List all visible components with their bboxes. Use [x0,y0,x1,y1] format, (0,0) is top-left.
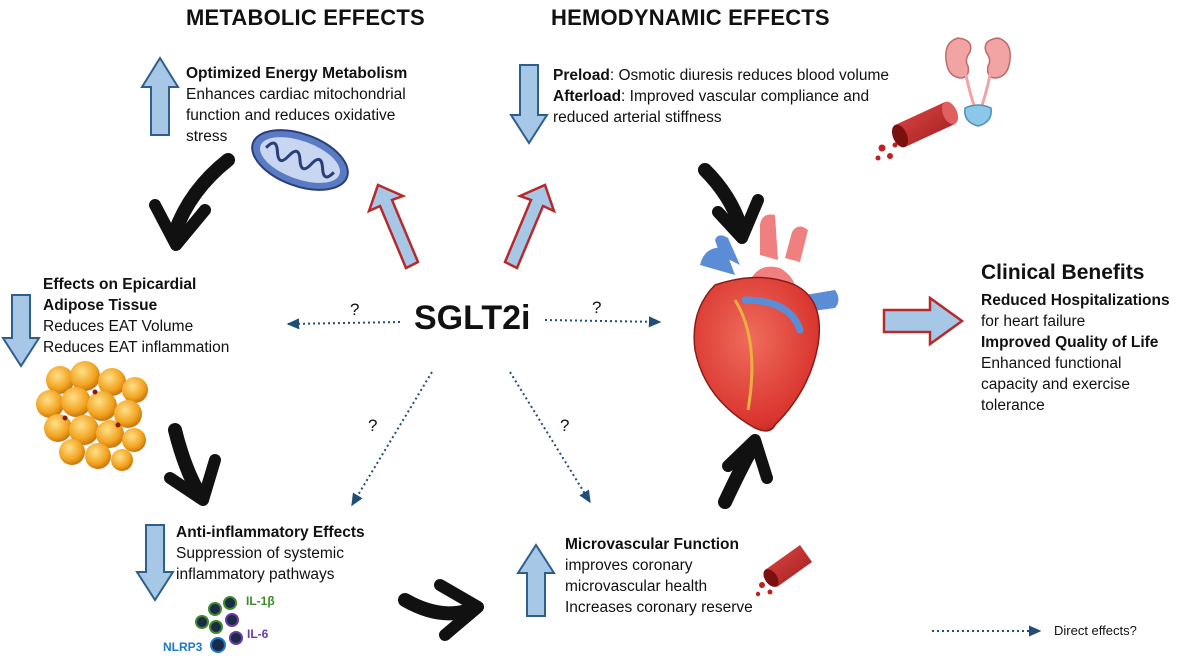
dotted-arrow-to-heart [544,316,662,328]
curved-arrow-hemodynamic-to-heart [698,163,764,244]
sglt2i-to-hemodynamic-arrow [503,183,557,270]
microvascular-line-2: microvascular health [565,578,708,595]
clinical-item2-title: Improved Quality of Life [981,334,1159,351]
microvascular-line-1: improves coronary [565,557,693,574]
sglt2i-to-metabolism-arrow [366,183,420,270]
epicardial-lines: Reduces EAT Volume Reduces EAT inflammat… [43,316,303,358]
metabolism-title: Optimized Energy Metabolism [186,65,408,82]
curved-arrow-inflammation-to-microvascular [398,579,484,641]
blood-vessel-icon [875,101,959,161]
anti-inflammatory-line-1: Suppression of systemic [176,545,344,562]
curved-arrow-eat-to-inflammation [164,423,221,506]
question-mark-heart: ? [592,298,602,317]
clinical-item2-line-3: tolerance [981,397,1045,414]
il6-label: IL-6 [247,627,269,641]
heart-to-clinical-arrow [882,295,965,347]
hemodynamic-effects-heading: HEMODYNAMIC EFFECTS [551,5,830,30]
dotted-arrow-to-inflammation [351,371,433,507]
il1b-label: IL-1β [246,594,275,608]
clinical-benefits-block: Reduced Hospitalizations for heart failu… [981,290,1196,416]
clinical-item1-title: Reduced Hospitalizations [981,292,1170,309]
epicardial-block: Effects on Epicardial Adipose Tissue [43,274,283,316]
epicardial-title-1: Effects on Epicardial [43,276,197,293]
curved-arrow-metabolism-to-eat [149,153,235,251]
sglt2i-label: SGLT2i [414,299,531,337]
clinical-item2-line-1: Enhanced functional [981,355,1122,372]
clinical-benefits-title: Clinical Benefits [981,261,1145,284]
hemodynamic-down-arrow [509,64,549,145]
preload-label: Preload [553,67,610,84]
kidney-icon [945,37,1011,127]
legend-label: Direct effects? [1054,623,1137,638]
dotted-arrow-to-eat [286,318,401,330]
microvascular-title: Microvascular Function [565,536,739,553]
afterload-text-2: reduced arterial stiffness [553,109,722,126]
nlrp3-label: NLRP3 [163,640,203,654]
epicardial-title-2: Adipose Tissue [43,297,158,314]
metabolism-line-3: stress [186,128,228,145]
metabolism-line-1: Enhances cardiac mitochondrial [186,86,406,103]
mitochondrion-icon [251,129,349,191]
hemodynamic-block: Preload: Osmotic diuresis reduces blood … [553,65,953,128]
afterload-label: Afterload [553,88,622,105]
metabolism-up-arrow [140,56,180,136]
curved-arrow-microvascular-to-heart [718,434,773,509]
dotted-arrows [286,316,1042,637]
anti-inflammatory-block: Anti-inflammatory Effects Suppression of… [176,522,416,585]
anti-inflammatory-line-2: inflammatory pathways [176,566,335,583]
epicardial-line-1: Reduces EAT Volume [43,318,194,335]
microvascular-line-3: Increases coronary reserve [565,599,753,616]
adipose-cells-icon [36,361,148,471]
metabolism-line-2: function and reduces oxidative [186,107,396,124]
question-mark-microvascular: ? [560,416,570,435]
dotted-arrow-to-microvascular [509,371,591,504]
metabolic-effects-heading: METABOLIC EFFECTS [186,5,425,30]
preload-text: : Osmotic diuresis reduces blood volume [609,67,889,84]
microvascular-up-arrow [516,543,556,617]
microvascular-vessel-icon [755,545,812,597]
anti-inflammatory-down-arrow [135,524,175,602]
clinical-item2-line-2: capacity and exercise [981,376,1131,393]
afterload-text: : Improved vascular compliance and [621,88,870,105]
metabolism-block: Optimized Energy Metabolism Enhances car… [186,63,466,147]
epicardial-down-arrow [1,294,41,368]
anti-inflammatory-title: Anti-inflammatory Effects [176,524,365,541]
microvascular-block: Microvascular Function improves coronary… [565,534,805,618]
question-mark-eat: ? [350,300,360,319]
epicardial-line-2: Reduces EAT inflammation [43,339,230,356]
question-mark-inflammation: ? [368,416,378,435]
cytokine-cluster-icon [195,596,243,653]
heart-icon [693,214,839,432]
clinical-item1-text: for heart failure [981,313,1086,330]
